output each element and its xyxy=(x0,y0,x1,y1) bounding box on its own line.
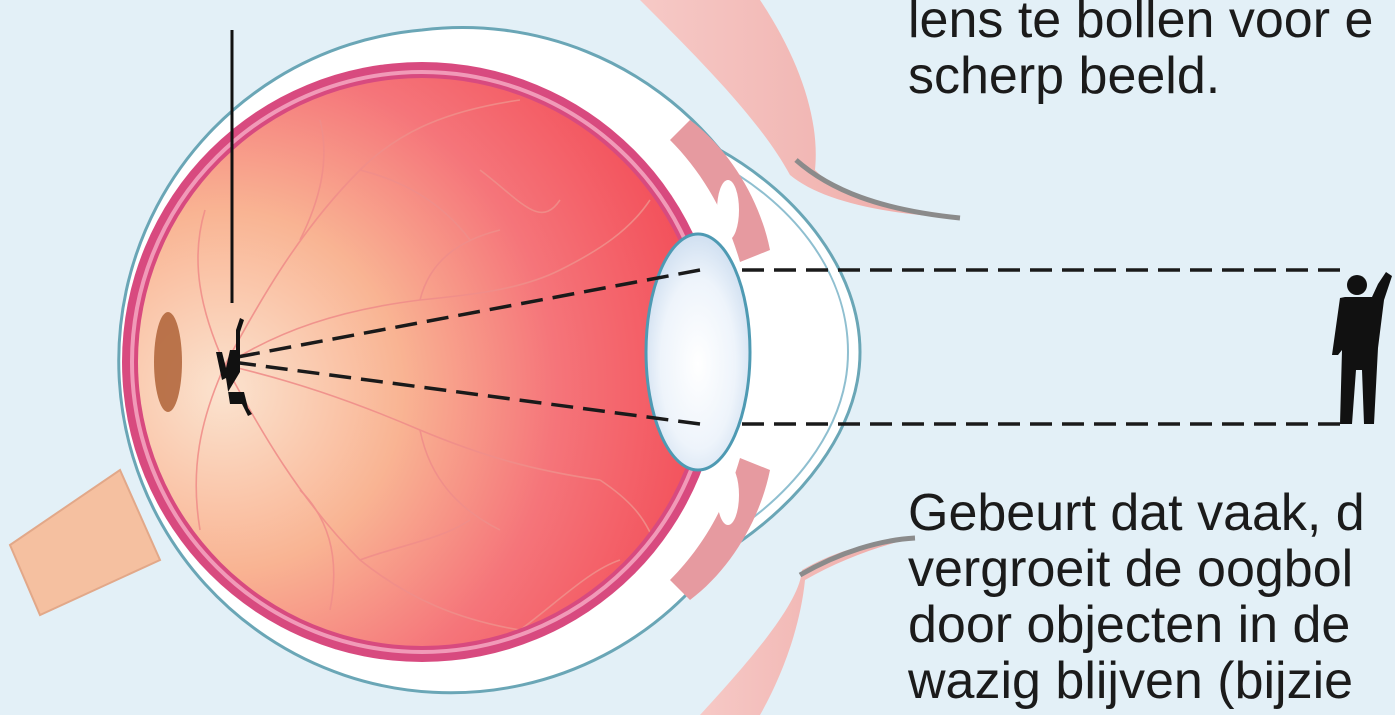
blind-spot xyxy=(154,312,182,412)
caption-top: lens te bollen voor e scherp beeld. xyxy=(908,0,1373,104)
standing-person-icon xyxy=(1332,272,1392,424)
lower-eyelid xyxy=(700,538,915,715)
caption-bottom-line-4: wazig blijven (bijzie xyxy=(908,653,1365,709)
caption-top-line-2: scherp beeld. xyxy=(908,48,1373,104)
caption-bottom: Gebeurt dat vaak, d vergroeit de oogbol … xyxy=(908,485,1365,709)
caption-bottom-line-2: vergroeit de oogbol xyxy=(908,541,1365,597)
caption-bottom-line-1: Gebeurt dat vaak, d xyxy=(908,485,1365,541)
caption-top-line-1: lens te bollen voor e xyxy=(908,0,1373,48)
iris-opening-lower xyxy=(717,465,739,525)
caption-bottom-line-3: door objecten in de xyxy=(908,597,1365,653)
optic-nerve xyxy=(10,470,160,615)
iris-opening-upper xyxy=(717,180,739,240)
